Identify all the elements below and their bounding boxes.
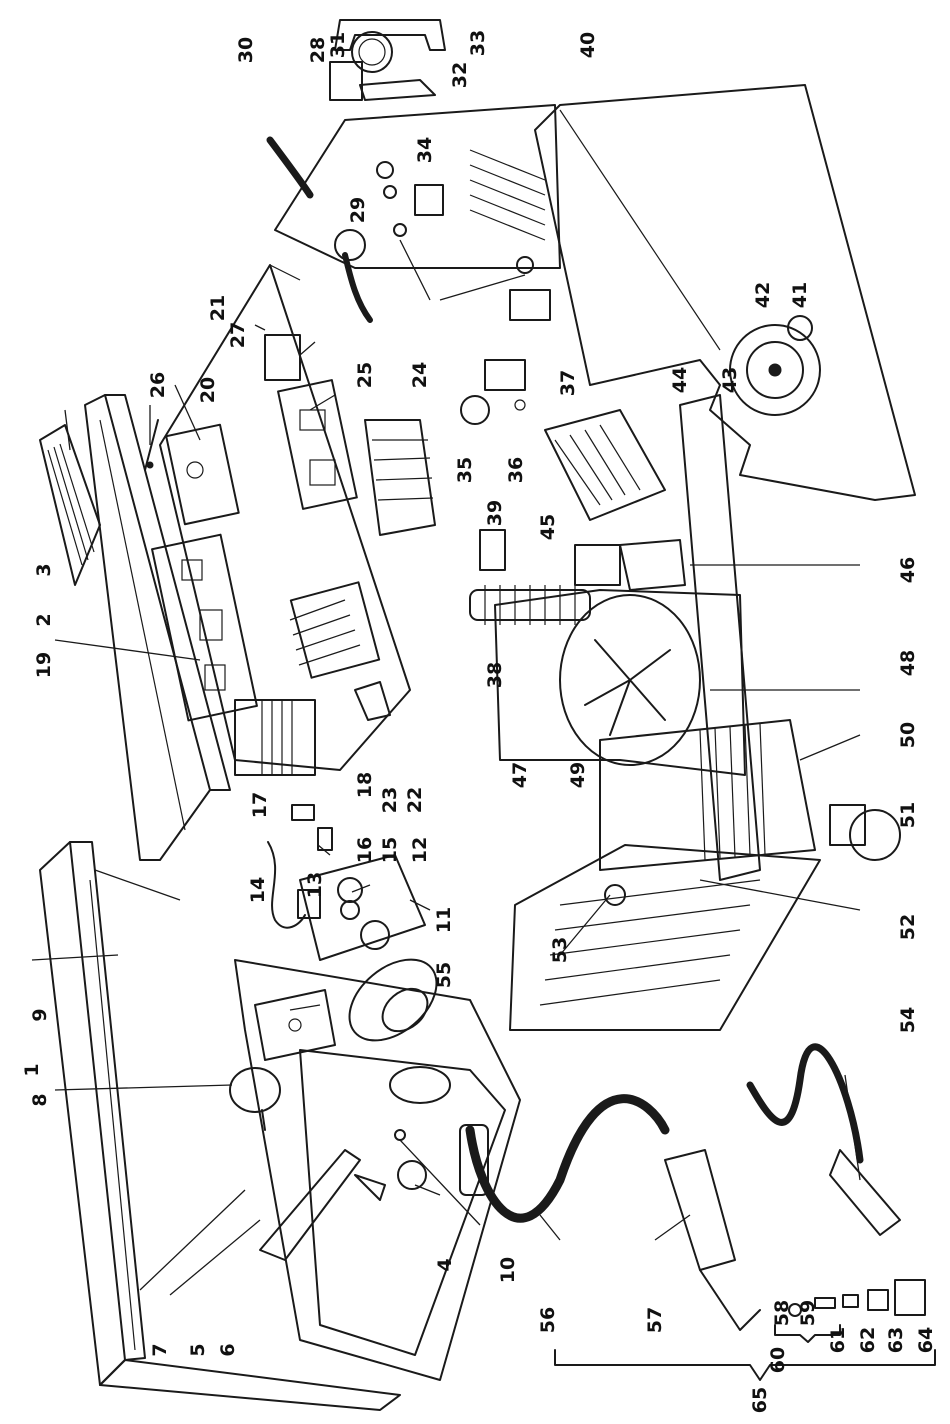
part-label-46: 46 <box>893 550 923 590</box>
part-label-3: 3 <box>29 550 59 590</box>
part-label-60: 60 <box>763 1340 793 1380</box>
part-label-61: 61 <box>823 1320 853 1360</box>
part-label-39: 39 <box>480 493 510 533</box>
part-label-49: 49 <box>563 755 593 795</box>
part-side-cover <box>535 85 915 500</box>
part-power-cable <box>270 140 310 195</box>
part-label-59: 59 <box>793 1293 823 1333</box>
part-label-9: 9 <box>25 995 55 1035</box>
part-label-51: 51 <box>893 795 923 835</box>
part-label-42: 42 <box>748 275 778 315</box>
part-label-7: 7 <box>145 1330 175 1370</box>
part-label-24: 24 <box>405 355 435 395</box>
part-label-23: 23 <box>375 780 405 820</box>
part-label-50: 50 <box>893 715 923 755</box>
part-main-transformer-top <box>545 395 760 880</box>
part-caster-wheel <box>830 805 900 860</box>
part-label-44: 44 <box>665 360 695 400</box>
part-label-2: 2 <box>29 600 59 640</box>
part-label-63: 63 <box>881 1320 911 1360</box>
part-label-38: 38 <box>480 655 510 695</box>
part-label-17: 17 <box>245 785 275 825</box>
part-label-30: 30 <box>231 30 261 70</box>
part-label-53: 53 <box>545 930 575 970</box>
part-label-12: 12 <box>405 830 435 870</box>
part-label-29: 29 <box>343 190 373 230</box>
part-label-27: 27 <box>223 315 253 355</box>
part-label-52: 52 <box>893 907 923 947</box>
part-control-pcb <box>255 990 335 1060</box>
part-label-34: 34 <box>410 130 440 170</box>
part-chassis-board <box>160 265 410 770</box>
part-label-25: 25 <box>350 355 380 395</box>
part-label-48: 48 <box>893 643 923 683</box>
part-label-10: 10 <box>493 1250 523 1290</box>
part-label-37: 37 <box>553 363 583 403</box>
part-label-4: 4 <box>430 1245 460 1285</box>
part-label-57: 57 <box>640 1300 670 1340</box>
part-label-33: 33 <box>463 23 493 63</box>
part-ground-cable <box>750 1047 900 1235</box>
part-label-43: 43 <box>715 360 745 400</box>
part-label-5: 5 <box>183 1330 213 1370</box>
part-label-6: 6 <box>213 1330 243 1370</box>
part-label-36: 36 <box>501 450 531 490</box>
part-label-8: 8 <box>25 1080 55 1120</box>
part-fan-shroud <box>495 590 745 775</box>
part-torch-handle <box>665 1150 760 1330</box>
part-label-45: 45 <box>533 507 563 547</box>
part-label-26: 26 <box>143 365 173 405</box>
part-choke-coil <box>290 582 379 677</box>
leader-lines <box>32 325 860 1295</box>
part-circuit-boards <box>152 335 357 720</box>
part-label-41: 41 <box>785 275 815 315</box>
part-label-40: 40 <box>573 25 603 65</box>
part-label-31: 31 <box>323 25 353 65</box>
part-heatsink-block <box>365 420 435 535</box>
part-label-65: 65 <box>745 1380 775 1420</box>
part-side-panel <box>40 842 400 1410</box>
part-label-55: 55 <box>429 955 459 995</box>
part-label-13: 13 <box>300 865 330 905</box>
part-label-62: 62 <box>853 1320 883 1360</box>
part-torch-cable <box>460 1099 665 1218</box>
part-label-14: 14 <box>243 870 273 910</box>
part-label-11: 11 <box>429 900 459 940</box>
part-filter-resistor <box>470 530 590 625</box>
part-label-19: 19 <box>29 645 59 685</box>
part-label-47: 47 <box>505 755 535 795</box>
part-carry-handle <box>260 1150 360 1260</box>
part-label-20: 20 <box>193 370 223 410</box>
part-label-54: 54 <box>893 1000 923 1040</box>
part-top-cover <box>85 395 230 860</box>
part-fan-motor <box>575 540 685 590</box>
part-label-16: 16 <box>350 830 380 870</box>
part-front-knobs <box>355 1130 426 1200</box>
part-wire-feed-motor <box>230 1068 280 1130</box>
part-label-56: 56 <box>533 1300 563 1340</box>
part-label-35: 35 <box>450 450 480 490</box>
part-cable-gland <box>335 230 370 320</box>
part-label-64: 64 <box>911 1320 941 1360</box>
